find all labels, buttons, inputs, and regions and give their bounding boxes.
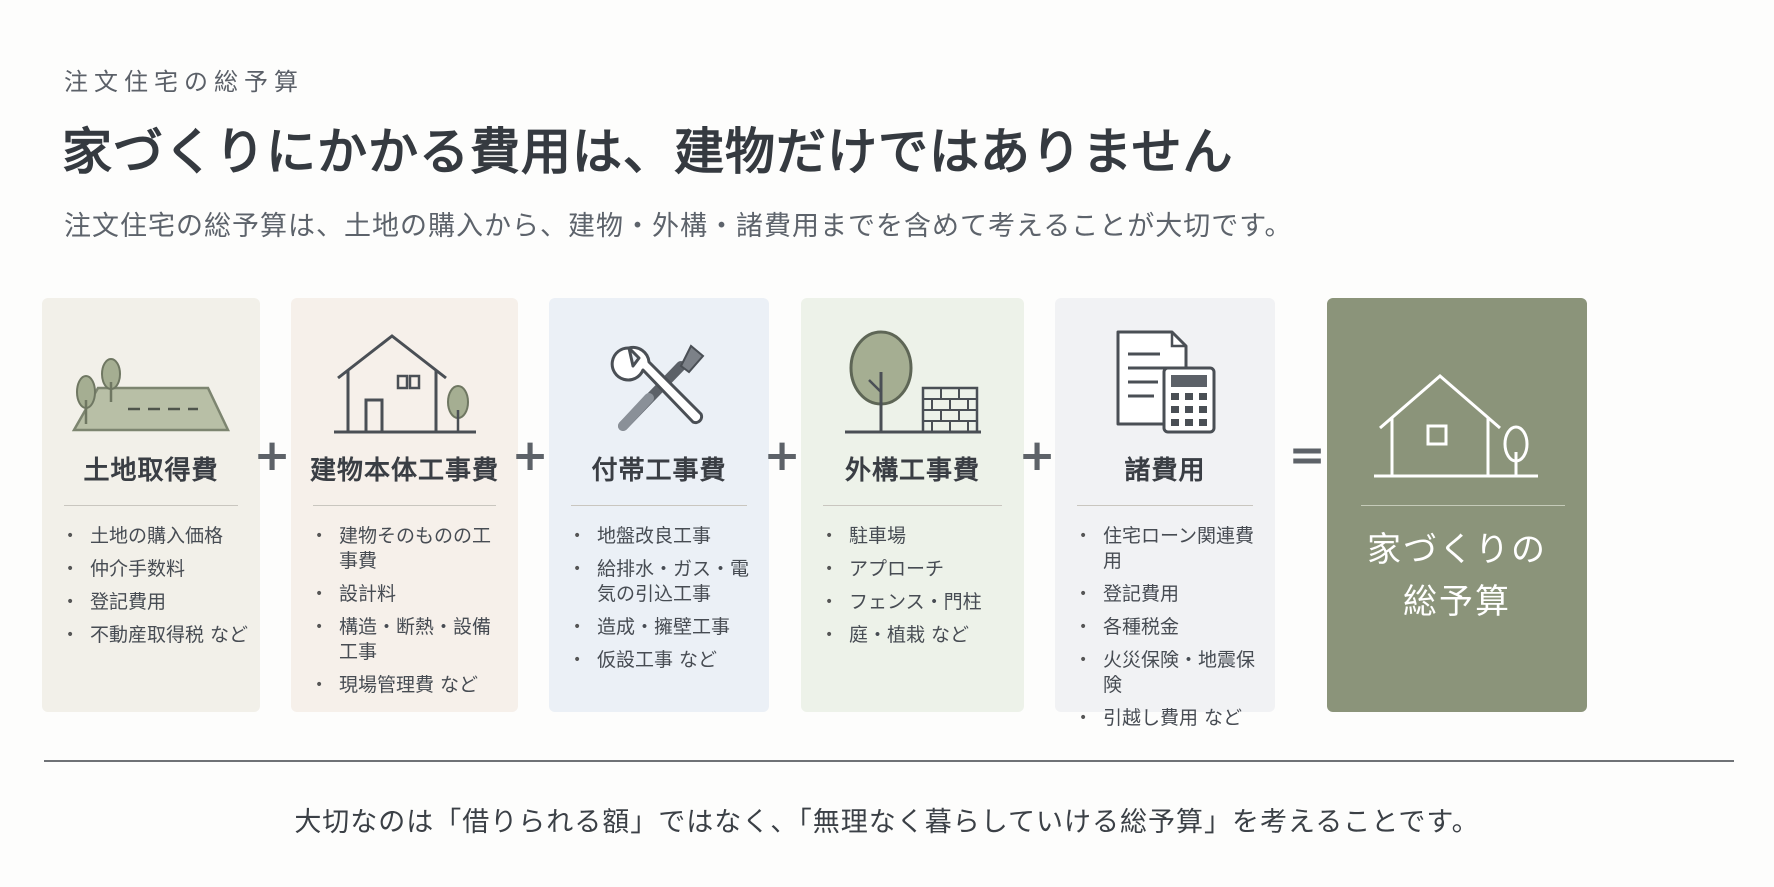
tree-fence-icon [801,320,1024,438]
footer-message: 大切なのは「借りられる額」ではなく、「無理なく暮らしていける総予算」を考えること… [294,807,1480,838]
list-item: 建物そのものの工事費 [315,524,508,574]
eyebrow: 注文住宅の総予算 [64,68,304,96]
divider [571,505,747,506]
card-item-list: 建物そのものの工事費 設計料 構造・断熱・設備工事 現場管理費 など [315,524,508,706]
card-exterior: 外構工事費 駐車場 アプローチ フェンス・門柱 庭・植栽 など [801,298,1024,712]
list-item: 現場管理費 など [315,673,508,698]
card-title: 外構工事費 [844,456,980,486]
card-land: 土地取得費 土地の購入価格 仲介手数料 登記費用 不動産取得税 など [42,298,260,712]
plus-operator: + [511,430,549,481]
divider [313,505,496,506]
list-item: 構造・断熱・設備工事 [315,615,508,665]
card-ancillary-works: 付帯工事費 地盤改良工事 給排水・ガス・電気の引込工事 造成・擁壁工事 仮設工事… [549,298,769,712]
list-item: 仮設工事 など [573,648,759,673]
total-budget-card: 家づくりの 総予算 [1327,298,1587,712]
list-item: 登記費用 [66,590,250,615]
house-icon [1327,362,1587,482]
divider [64,505,238,506]
list-item: 登記費用 [1079,582,1265,607]
list-item: 仲介手数料 [66,557,250,582]
card-item-list: 地盤改良工事 給排水・ガス・電気の引込工事 造成・擁壁工事 仮設工事 など [573,524,759,681]
total-label-line1: 家づくりの [1367,530,1547,570]
page-subtitle: 注文住宅の総予算は、土地の購入から、建物・外構・諸費用までを含めて考えることが大… [64,211,1293,242]
list-item: 造成・擁壁工事 [573,615,759,640]
plus-operator: + [253,430,291,481]
card-title: 付帯工事費 [591,456,727,486]
list-item: 不動産取得税 など [66,623,250,648]
page-title: 家づくりにかかる費用は、建物だけではありません [62,122,1234,181]
list-item: 引越し費用 など [1079,706,1265,731]
card-title: 建物本体工事費 [309,456,499,486]
plus-operator: + [763,430,801,481]
land-icon [42,320,260,438]
cost-breakdown-diagram: 土地取得費 土地の購入価格 仲介手数料 登記費用 不動産取得税 など + 建物本… [42,298,1746,731]
list-item: 火災保険・地震保険 [1079,648,1265,698]
card-title: 土地取得費 [83,456,219,486]
divider [823,505,1002,506]
equals-operator: = [1288,430,1326,481]
card-item-list: 駐車場 アプローチ フェンス・門柱 庭・植栽 など [825,524,1014,656]
plus-operator: + [1018,430,1056,481]
card-building: 建物本体工事費 建物そのものの工事費 設計料 構造・断熱・設備工事 現場管理費 … [291,298,518,712]
section-divider [44,760,1734,762]
tools-icon [549,320,769,438]
list-item: アプローチ [825,557,1014,582]
list-item: 各種税金 [1079,615,1265,640]
divider [1077,505,1253,506]
total-budget-label: 家づくりの 総予算 [1327,524,1587,628]
list-item: フェンス・門柱 [825,590,1014,615]
document-calculator-icon [1055,320,1275,438]
total-label-line2: 総予算 [1403,582,1511,622]
card-misc-expenses: 諸費用 住宅ローン関連費用 登記費用 各種税金 火災保険・地震保険 引越し費用 … [1055,298,1275,731]
list-item: 給排水・ガス・電気の引込工事 [573,557,759,607]
house-icon [291,320,518,438]
list-item: 住宅ローン関連費用 [1079,524,1265,574]
card-title: 諸費用 [1124,456,1206,486]
list-item: 設計料 [315,582,508,607]
card-item-list: 住宅ローン関連費用 登記費用 各種税金 火災保険・地震保険 引越し費用 など [1079,524,1265,739]
list-item: 庭・植栽 など [825,623,1014,648]
list-item: 土地の購入価格 [66,524,250,549]
list-item: 駐車場 [825,524,1014,549]
divider [1361,505,1565,506]
list-item: 地盤改良工事 [573,524,759,549]
card-item-list: 土地の購入価格 仲介手数料 登記費用 不動産取得税 など [66,524,250,656]
